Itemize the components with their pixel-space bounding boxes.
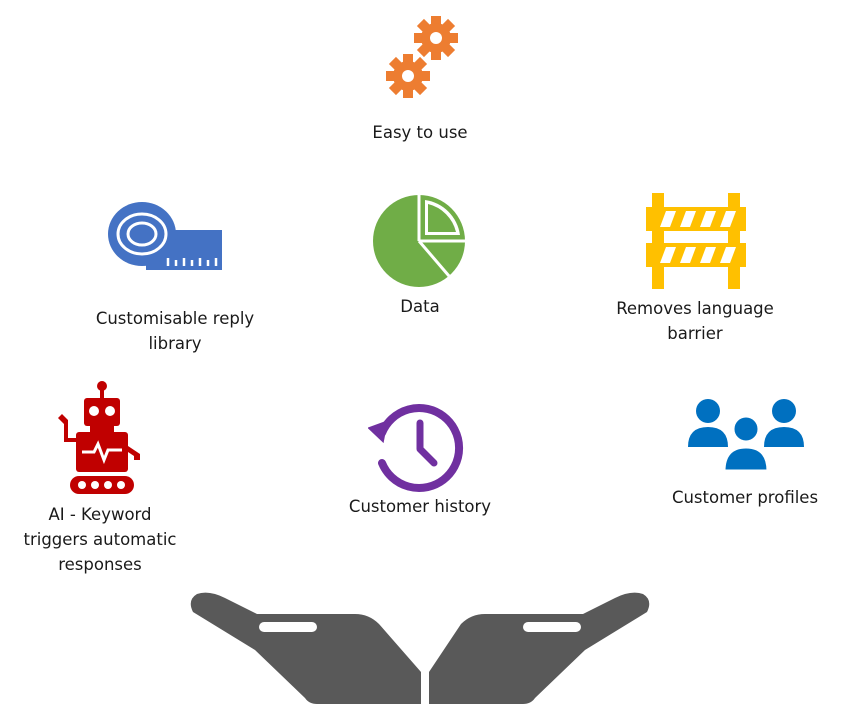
feature-label-language-line1: Removes language <box>616 299 774 318</box>
feature-label-ai-line3: responses <box>58 555 142 574</box>
feature-label-customer-profiles: Customer profiles <box>671 488 819 507</box>
people-group-icon <box>688 399 804 473</box>
open-hands-icon <box>190 592 650 704</box>
robot-icon <box>58 381 140 494</box>
pie-chart-icon <box>373 195 465 287</box>
feature-label-data: Data <box>400 297 440 316</box>
feature-label-customisable-reply-line1: Customisable reply <box>95 309 255 328</box>
feature-label-language-line2: barrier <box>667 324 723 343</box>
feature-label-customisable-reply-line2: library <box>148 334 202 353</box>
barrier-icon <box>646 193 746 289</box>
feature-label-easy-to-use: Easy to use <box>372 123 468 142</box>
feature-label-ai-line1: AI - Keyword <box>48 505 152 524</box>
measuring-tape-icon <box>108 202 222 270</box>
feature-label-customer-history: Customer history <box>348 497 492 516</box>
gears-icon <box>386 16 458 98</box>
feature-label-ai-line2: triggers automatic <box>23 530 177 549</box>
history-clock-icon <box>368 404 464 492</box>
